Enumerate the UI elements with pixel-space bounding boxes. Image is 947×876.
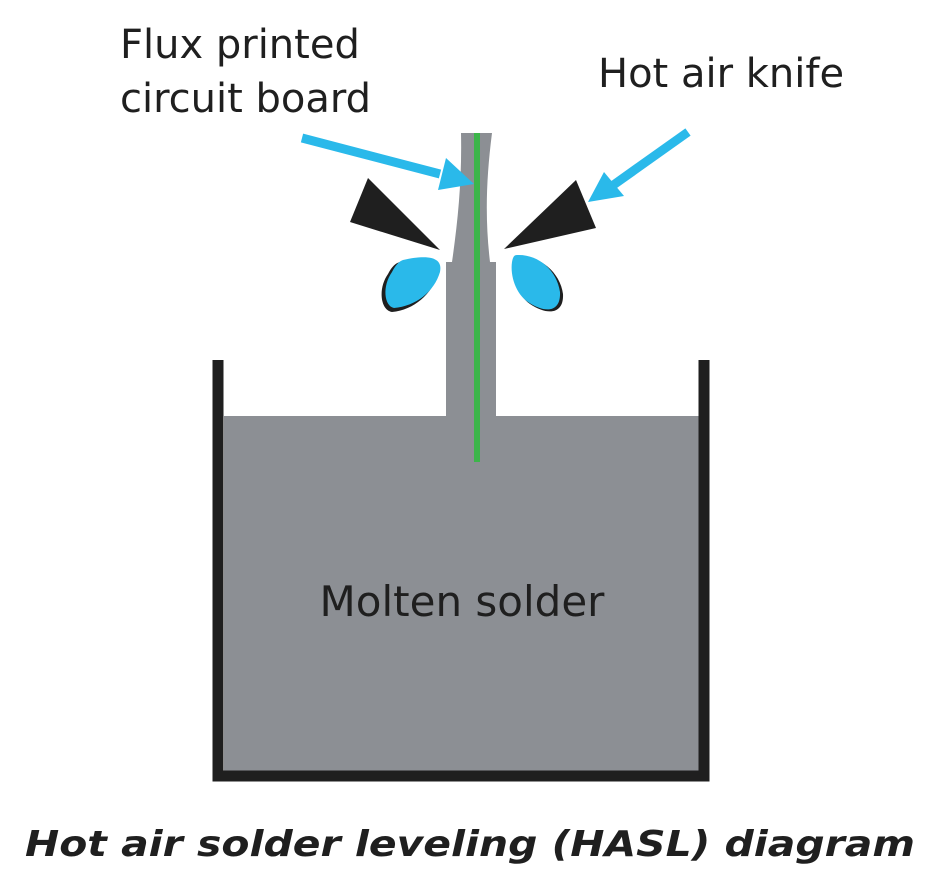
arrow-to-board-head: [438, 158, 474, 190]
air-flow-left: [385, 257, 441, 308]
circuit-board-upper: [452, 133, 492, 262]
air-flow-right: [511, 254, 561, 310]
molten-solder: [224, 262, 699, 772]
arrow-to-board: [300, 133, 442, 179]
label-board-line2: circuit board: [120, 76, 371, 122]
air-knife-left: [350, 178, 440, 250]
arrow-to-knife-head: [588, 172, 624, 202]
label-board-line1: Flux printed: [120, 22, 360, 68]
diagram-caption: Hot air solder leveling (HASL) diagram: [25, 824, 915, 865]
label-molten-solder: Molten solder: [320, 577, 606, 626]
air-knife-right: [504, 180, 596, 249]
solder-tank: [212, 360, 710, 782]
label-air-knife: Hot air knife: [598, 51, 844, 97]
arrow-to-knife: [609, 128, 691, 190]
